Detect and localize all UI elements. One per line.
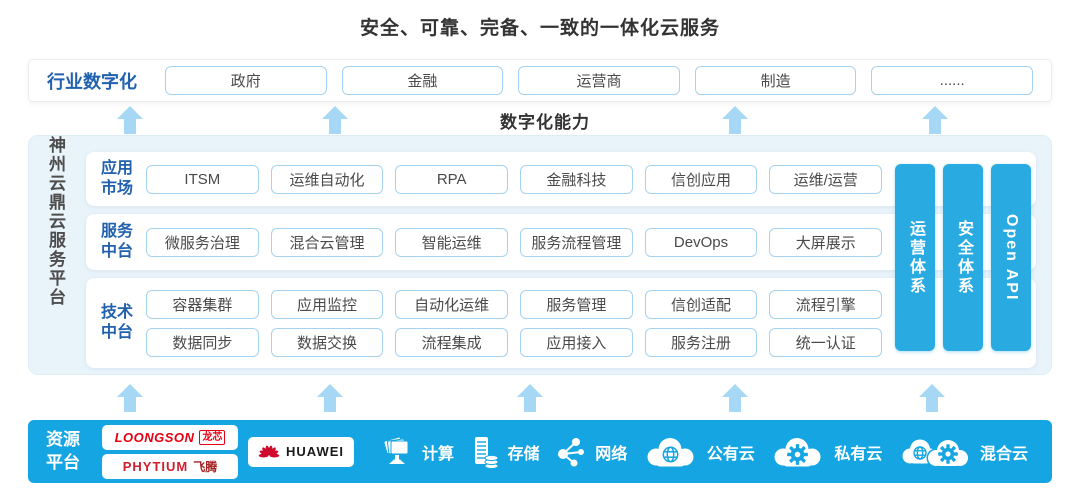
- tech-item-process-integration: 流程集成: [395, 327, 509, 357]
- up-arrow-icon: [317, 384, 343, 412]
- vendor-stack: LOONGSON 龙芯 PHYTIUM 飞腾: [102, 424, 238, 479]
- industry-item-operator: 运营商: [518, 66, 680, 95]
- up-arrow-icon: [919, 384, 945, 412]
- compute-icon: [380, 436, 414, 468]
- up-arrow-icon: [517, 384, 543, 412]
- resource-private-cloud: 私有云: [770, 434, 882, 470]
- tech-item-app-access: 应用接入: [520, 327, 633, 357]
- platform-side-label: 神州云鼎云服务平台: [46, 136, 65, 307]
- digital-capability-label: 数字化能力: [500, 113, 590, 132]
- resource-network: 网络: [555, 436, 627, 468]
- industry-band: 行业数字化 政府 金融 运营商 制造 ......: [28, 59, 1052, 102]
- row-app-market: 应用市场 ITSM 运维自动化 RPA 金融科技 信创应用 运维/运营: [86, 152, 1036, 206]
- industry-item-government: 政府: [165, 66, 327, 95]
- tech-item-service-registry: 服务注册: [644, 327, 758, 357]
- hybrid-cloud-icon: [898, 434, 972, 470]
- svc-item-microservice: 微服务治理: [146, 227, 259, 257]
- resource-public-cloud: 公有云: [643, 434, 755, 470]
- bar-open-api: Open API: [991, 164, 1031, 351]
- platform-box: 神州云鼎云服务平台 应用市场 ITSM 运维自动化 RPA 金融科技 信创应用 …: [28, 135, 1052, 375]
- up-arrow-icon: [722, 384, 748, 412]
- loongson-logo: LOONGSON 龙芯: [102, 424, 238, 450]
- resource-platform-label: 资源平台: [46, 429, 80, 472]
- row-service-platform: 服务中台 微服务治理 混合云管理 智能运维 服务流程管理 DevOps 大屏展示: [86, 214, 1036, 270]
- phytium-logo: PHYTIUM 飞腾: [102, 453, 238, 479]
- up-arrow-icon: [322, 106, 348, 134]
- bar-security-system: 安全体系: [943, 164, 983, 351]
- row-label-service-platform: 服务中台: [100, 223, 133, 260]
- public-cloud-icon: [643, 434, 699, 470]
- app-item-ops-automation: 运维自动化: [270, 164, 384, 194]
- app-item-rpa: RPA: [395, 164, 509, 194]
- tech-item-process-engine: 流程引擎: [769, 289, 883, 319]
- resource-items: 计算: [380, 434, 1034, 470]
- svc-item-aiops: 智能运维: [395, 227, 509, 257]
- row-label-app-market: 应用市场: [100, 160, 133, 197]
- app-item-ops: 运维/运营: [769, 164, 883, 194]
- industry-item-finance: 金融: [341, 66, 504, 95]
- tech-item-unified-auth: 统一认证: [769, 327, 883, 357]
- up-arrow-icon: [117, 384, 143, 412]
- network-icon: [555, 436, 587, 468]
- svc-item-hybrid-cloud-mgmt: 混合云管理: [270, 227, 384, 257]
- svc-item-devops: DevOps: [644, 227, 758, 257]
- storage-icon: [470, 435, 500, 469]
- tech-item-xinchuang-adapt: 信创适配: [644, 289, 758, 319]
- huawei-flower-icon: [258, 443, 280, 461]
- svc-item-dashboard: 大屏展示: [769, 227, 883, 257]
- resource-storage: 存储: [470, 435, 540, 469]
- tech-item-service-mgmt: 服务管理: [520, 289, 633, 319]
- app-item-itsm: ITSM: [146, 164, 259, 194]
- tech-item-data-exchange: 数据交换: [270, 327, 384, 357]
- resource-hybrid-cloud: 混合云: [898, 434, 1028, 470]
- bar-operation-system: 运营体系: [895, 164, 935, 351]
- page-title: 安全、可靠、完备、一致的一体化云服务: [359, 18, 720, 39]
- resource-compute: 计算: [380, 436, 454, 468]
- tech-item-auto-ops: 自动化运维: [395, 289, 509, 319]
- industry-item-manufacturing: 制造: [694, 66, 857, 95]
- industry-band-label: 行业数字化: [47, 71, 137, 92]
- app-item-xinchuang-app: 信创应用: [644, 164, 758, 194]
- up-arrow-icon: [722, 106, 748, 134]
- up-arrow-icon: [117, 106, 143, 134]
- row-label-tech-platform: 技术中台: [100, 304, 133, 341]
- private-cloud-icon: [770, 434, 826, 470]
- tech-item-data-sync: 数据同步: [146, 327, 259, 357]
- resource-platform-bar: 资源平台 LOONGSON 龙芯 PHYTIUM 飞腾: [28, 420, 1052, 483]
- tech-item-container: 容器集群: [146, 289, 259, 319]
- industry-items: 政府 金融 运营商 制造 ......: [165, 66, 1033, 95]
- app-item-fintech: 金融科技: [520, 164, 633, 194]
- platform-rows: 应用市场 ITSM 运维自动化 RPA 金融科技 信创应用 运维/运营 服务中台…: [86, 136, 1036, 374]
- row-tech-platform: 技术中台 容器集群 应用监控 自动化运维 服务管理 信创适配 流程引擎 数据同步…: [86, 278, 1036, 368]
- up-arrow-icon: [922, 106, 948, 134]
- industry-item-more: ......: [871, 66, 1033, 95]
- huawei-logo: HUAWEI: [248, 436, 354, 467]
- svc-item-service-flow: 服务流程管理: [520, 227, 633, 257]
- tech-item-app-monitor: 应用监控: [270, 289, 384, 319]
